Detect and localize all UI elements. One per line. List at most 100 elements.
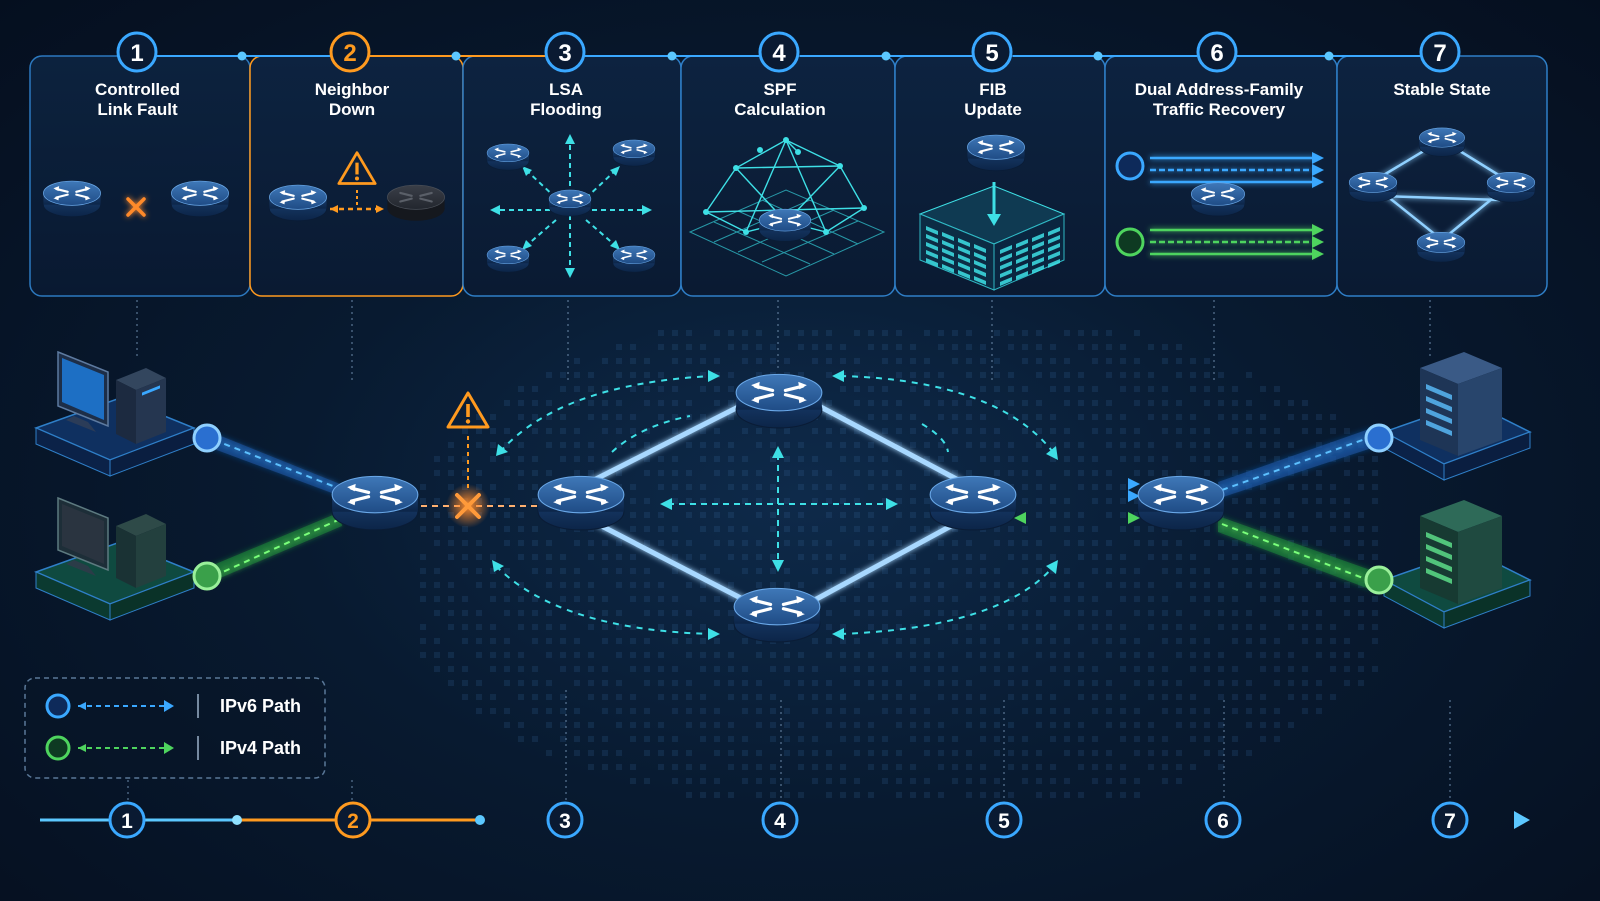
- panel7-illustration: [1348, 127, 1536, 263]
- ipv6-access-link-left: [206, 430, 340, 496]
- server-icon: [1420, 352, 1502, 456]
- ipv4-access-link-right: [1218, 516, 1376, 590]
- step-title-6: Dual Address-Family Traffic Recovery: [1110, 80, 1328, 120]
- router-icon: [1136, 474, 1226, 532]
- step-badge-number-3: 3: [558, 40, 571, 67]
- router-icon: [732, 586, 822, 644]
- timeline-number-5: 5: [998, 810, 1010, 833]
- router-icon: [548, 189, 592, 217]
- router-icon: [612, 139, 656, 167]
- fault-x-icon: [126, 197, 146, 217]
- legend-ipv4-label: IPv4 Path: [220, 738, 302, 758]
- step-title-line: LSA: [549, 80, 583, 99]
- warning-icon: [446, 391, 490, 429]
- router-icon: [734, 372, 824, 430]
- ipv6-legend-marker: [45, 693, 71, 719]
- router-icon: [1416, 231, 1466, 263]
- router-icon: [486, 245, 530, 273]
- router-icon: [1486, 171, 1536, 203]
- router-icon: [42, 179, 102, 218]
- step-title-line: Flooding: [530, 100, 602, 119]
- step-title-2: Neighbor Down: [256, 80, 448, 120]
- panel4-illustration: [688, 137, 886, 277]
- panel6-illustration: [1115, 151, 1324, 260]
- step-badge-number-2: 2: [343, 40, 356, 67]
- ipv4-legend-marker: [45, 735, 71, 761]
- flooding-arrowheads: [660, 446, 898, 572]
- workstation-icon: [57, 496, 166, 588]
- router-icon: [928, 474, 1018, 532]
- step-badge-number-6: 6: [1210, 40, 1223, 67]
- propagation-curves: [495, 375, 1057, 635]
- router-icon: [1418, 127, 1466, 158]
- fault-x-icon: [455, 493, 481, 519]
- ipv4-endpoint: [192, 561, 222, 591]
- timeline-marker-6: [1204, 801, 1242, 839]
- step-title-line: Neighbor: [314, 80, 390, 99]
- legend: [24, 677, 326, 779]
- step-badge-number-1: 1: [130, 40, 143, 67]
- step-title-line: Calculation: [734, 100, 826, 119]
- router-icon: [386, 183, 446, 222]
- step-title-line: SPF: [763, 80, 797, 99]
- step-badge-1: [116, 31, 158, 73]
- router-icon: [170, 179, 230, 218]
- timeline-number-3: 3: [559, 810, 571, 833]
- step-badge-7: [1419, 31, 1461, 73]
- failed-link: [410, 391, 545, 528]
- step-badge-number-7: 7: [1433, 40, 1446, 67]
- timeline: 1 2 3 4 5 6 7: [40, 801, 1530, 839]
- step-title-line: Traffic Recovery: [1152, 100, 1286, 119]
- panel1-illustration: [42, 179, 230, 218]
- background-grid: [420, 330, 1378, 798]
- router-icon: [1348, 171, 1398, 203]
- panel2-illustration: [268, 151, 446, 222]
- timeline-number-6: 6: [1217, 810, 1229, 833]
- step-badge-3: [544, 31, 586, 73]
- router-icon: [330, 474, 420, 532]
- step-badge-4: [758, 31, 800, 73]
- step-badge-number-4: 4: [772, 40, 786, 67]
- ipv6-endpoint: [192, 423, 222, 453]
- step-title-line: FIB: [979, 80, 1007, 99]
- step-panels: 1 2 3 4 5 6 7: [29, 31, 1548, 297]
- restored-ipv6-path: [1014, 478, 1140, 502]
- step-badge-6: [1196, 31, 1238, 73]
- router-icon: [536, 474, 626, 532]
- step-badge-5: [971, 31, 1013, 73]
- timeline-marker-7: [1431, 801, 1469, 839]
- router-icon: [486, 143, 530, 171]
- restored-ipv4-path: [1014, 512, 1140, 524]
- timeline-marker-3: [546, 801, 584, 839]
- legend-ipv6-label: IPv6 Path: [220, 696, 302, 716]
- server-ipv4: [1382, 500, 1532, 629]
- step-title-line: Dual Address-Family: [1134, 80, 1304, 99]
- step-title-line: Controlled: [95, 80, 180, 99]
- ipv4-endpoint: [1364, 565, 1394, 595]
- ipv4-access-link-left: [206, 512, 342, 584]
- server-ipv6: [1382, 352, 1532, 481]
- timeline-marker-2: [334, 801, 372, 839]
- step-badge-2: [329, 31, 371, 73]
- panel5-illustration: [918, 133, 1066, 291]
- ipv6-endpoint: [1364, 423, 1394, 453]
- router-icon: [1190, 181, 1246, 217]
- workstation-ipv4: [33, 496, 197, 621]
- step-title-1: Controlled Link Fault: [40, 80, 235, 120]
- router-icon: [758, 208, 812, 243]
- step-title-line: Stable State: [1393, 80, 1491, 99]
- workstation-icon: [57, 350, 166, 444]
- workstation-ipv6: [33, 350, 197, 477]
- ipv6-access-link-right: [1218, 428, 1378, 498]
- router-icon: [268, 183, 328, 222]
- panel-drop-lines: [127, 300, 1451, 800]
- step-title-5: FIB Update: [897, 80, 1089, 120]
- step-title-line: Update: [964, 100, 1022, 119]
- timeline-number-4: 4: [774, 810, 786, 833]
- step-title-4: SPF Calculation: [684, 80, 876, 120]
- timeline-number-1: 1: [121, 810, 133, 833]
- server-icon: [1420, 500, 1502, 604]
- step-title-line: Down: [328, 100, 376, 119]
- timeline-marker-4: [761, 801, 799, 839]
